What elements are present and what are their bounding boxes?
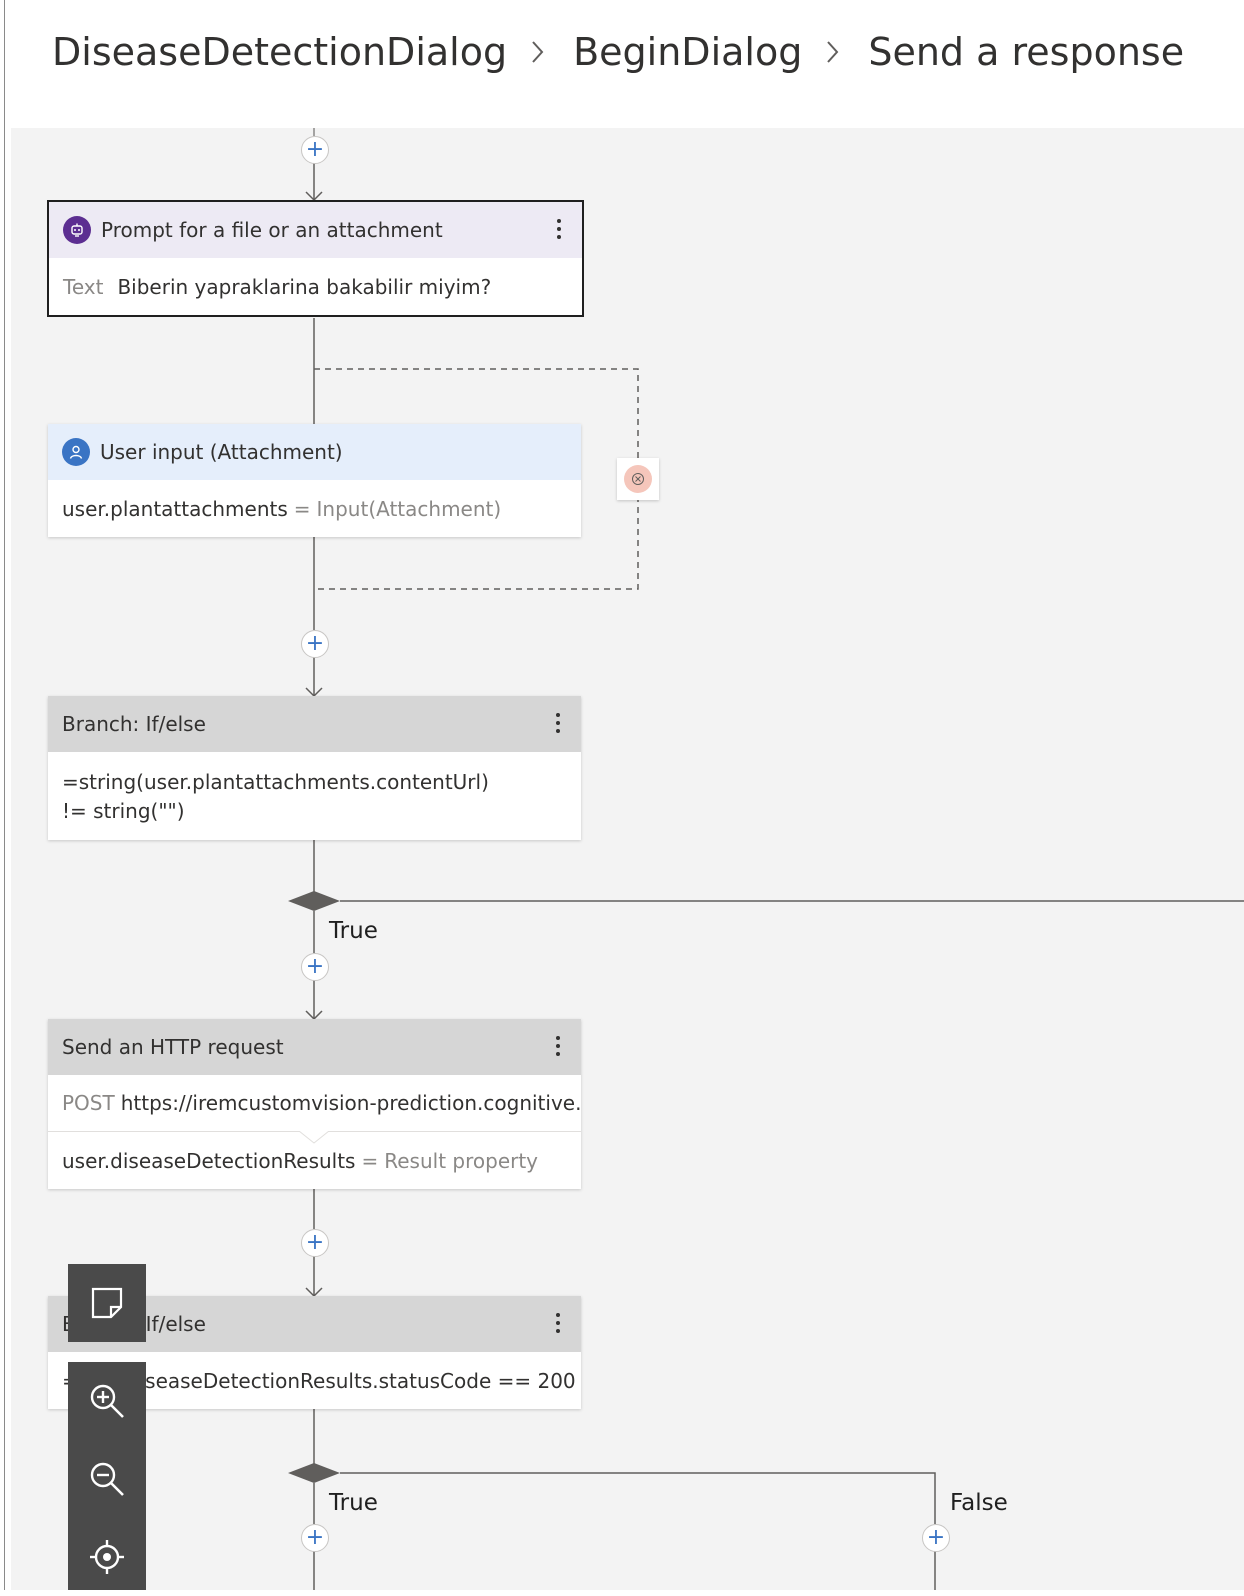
node-title: Prompt for a file or an attachment (101, 218, 443, 242)
field-value: Biberin yapraklarina bakabilir miyim? (117, 274, 492, 299)
prompt-attachment-node[interactable]: Prompt for a file or an attachment Text … (47, 200, 584, 317)
branch-true-label: True (329, 1490, 378, 1516)
node-title: Branch: If/else (62, 712, 206, 736)
breadcrumb-action[interactable]: Send a response (868, 30, 1185, 74)
error-indicator[interactable] (617, 458, 659, 500)
breadcrumb: DiseaseDetectionDialog BeginDialog Send … (52, 30, 1184, 74)
more-options-icon[interactable] (553, 1309, 563, 1339)
add-action-button[interactable]: + (301, 630, 329, 658)
node-body: Text Biberin yapraklarina bakabilir miyi… (49, 258, 582, 315)
recenter-icon[interactable] (68, 1518, 146, 1596)
chevron-right-icon (527, 32, 555, 72)
zoom-out-icon[interactable] (68, 1440, 146, 1518)
node-header: Branch: If/else (48, 696, 581, 752)
result-row: user.diseaseDetectionResults = Result pr… (48, 1131, 581, 1189)
branch-true-label: True (329, 918, 378, 944)
breadcrumb-trigger[interactable]: BeginDialog (573, 30, 803, 74)
equals-sign: = (293, 496, 311, 521)
more-options-icon[interactable] (554, 215, 564, 245)
equals-sign: = (361, 1148, 379, 1173)
chevron-right-icon (822, 32, 850, 72)
node-title: Send an HTTP request (62, 1035, 284, 1059)
user-icon (62, 438, 90, 466)
minimap-icon[interactable] (68, 1264, 146, 1342)
node-header: User input (Attachment) (48, 424, 581, 480)
add-action-button[interactable]: + (301, 1524, 329, 1552)
add-action-button[interactable]: + (922, 1524, 950, 1552)
divider-notch (299, 1131, 329, 1144)
request-row: POST https://iremcustomvision-prediction… (48, 1075, 581, 1131)
node-body: user.plantattachments = Input(Attachment… (48, 480, 581, 537)
branch-false-label: False (950, 1490, 1008, 1516)
result-property: user.diseaseDetectionResults (62, 1148, 356, 1173)
request-url: https://iremcustomvision-prediction.cogn… (120, 1091, 581, 1115)
property-name: user.plantattachments (62, 496, 288, 521)
result-label: Result property (384, 1148, 539, 1173)
more-options-icon[interactable] (553, 709, 563, 739)
breadcrumb-dialog[interactable]: DiseaseDetectionDialog (52, 30, 508, 74)
bot-icon (63, 216, 91, 244)
node-condition: =string(user.plantattachments.contentUrl… (62, 770, 489, 823)
add-action-button[interactable]: + (301, 136, 329, 164)
branch-if-else-node[interactable]: Branch: If/else =string(user.plantattach… (48, 696, 581, 840)
flow-canvas[interactable]: + + + + + + Prompt for a file or an atta… (11, 128, 1244, 1590)
more-options-icon[interactable] (553, 1032, 563, 1062)
input-type: Input(Attachment) (316, 496, 502, 521)
add-action-button[interactable]: + (301, 1229, 329, 1257)
node-header: Prompt for a file or an attachment (49, 202, 582, 258)
canvas-toolbar (68, 1264, 146, 1342)
node-title: User input (Attachment) (100, 440, 343, 464)
user-input-node[interactable]: User input (Attachment) user.plantattach… (48, 424, 581, 537)
window-left-edge (0, 0, 5, 1590)
http-request-node[interactable]: Send an HTTP request POST https://iremcu… (48, 1019, 581, 1189)
header: DiseaseDetectionDialog BeginDialog Send … (5, 0, 1244, 128)
node-header: Send an HTTP request (48, 1019, 581, 1075)
http-method: POST (62, 1091, 115, 1115)
node-condition: =user.diseaseDetectionResults.statusCode… (62, 1368, 576, 1393)
node-condition-row: =user.diseaseDetectionResults.statusCode… (48, 1352, 581, 1409)
canvas-zoom-controls (68, 1362, 146, 1590)
add-action-button[interactable]: + (301, 953, 329, 981)
field-label: Text (63, 274, 104, 299)
zoom-in-icon[interactable] (68, 1362, 146, 1440)
error-circle-icon (624, 465, 652, 493)
